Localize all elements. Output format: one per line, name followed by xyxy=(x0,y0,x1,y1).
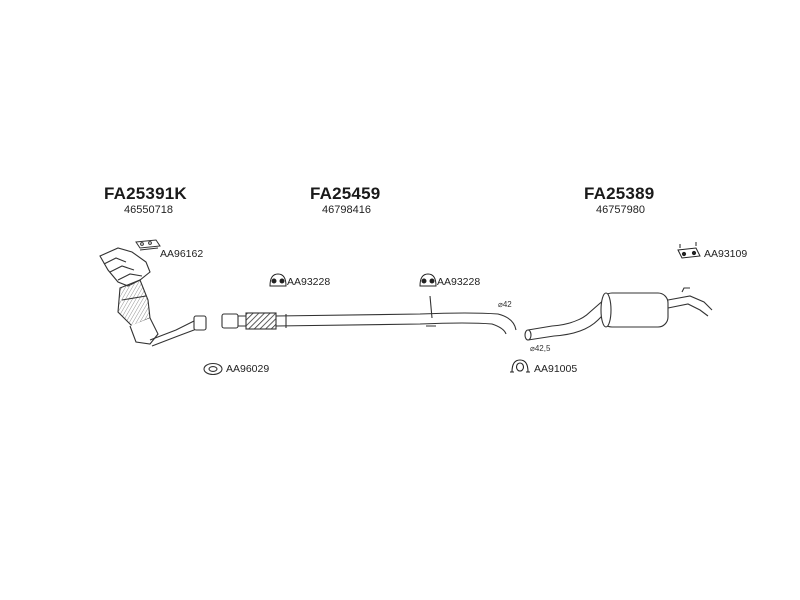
part-label-rubber-mount-1: AA93228 xyxy=(287,276,331,288)
group-3-code: FA25389 xyxy=(584,184,655,203)
manifold-gasket-part xyxy=(135,239,161,251)
clamp-part xyxy=(510,359,530,373)
part-label-rear-hanger: AA93109 xyxy=(704,248,748,260)
part-label-clamp: AA91005 xyxy=(534,363,578,375)
group-2-oe-number: 46798416 xyxy=(322,204,371,216)
rear-hanger-part xyxy=(677,242,701,259)
diameter-label-mid-pipe: ⌀42 xyxy=(498,300,512,309)
group-1-code: FA25391K xyxy=(104,184,187,203)
group-3-oe-number: 46757980 xyxy=(596,204,645,216)
manifold-catalytic-converter-part xyxy=(99,247,207,347)
rubber-mount-2-part xyxy=(419,273,437,287)
flange-gasket-part xyxy=(203,362,223,376)
part-label-manifold-gasket: AA96162 xyxy=(160,248,204,260)
part-label-rubber-mount-2: AA93228 xyxy=(437,276,481,288)
rubber-mount-1-part xyxy=(269,273,287,287)
group-2-code: FA25459 xyxy=(310,184,381,203)
diameter-label-rear-pipe: ⌀42,5 xyxy=(530,344,551,353)
rear-silencer-part xyxy=(524,287,713,341)
middle-pipe-part xyxy=(221,295,517,335)
group-1-oe-number: 46550718 xyxy=(124,204,173,216)
part-label-flange-gasket: AA96029 xyxy=(226,363,270,375)
